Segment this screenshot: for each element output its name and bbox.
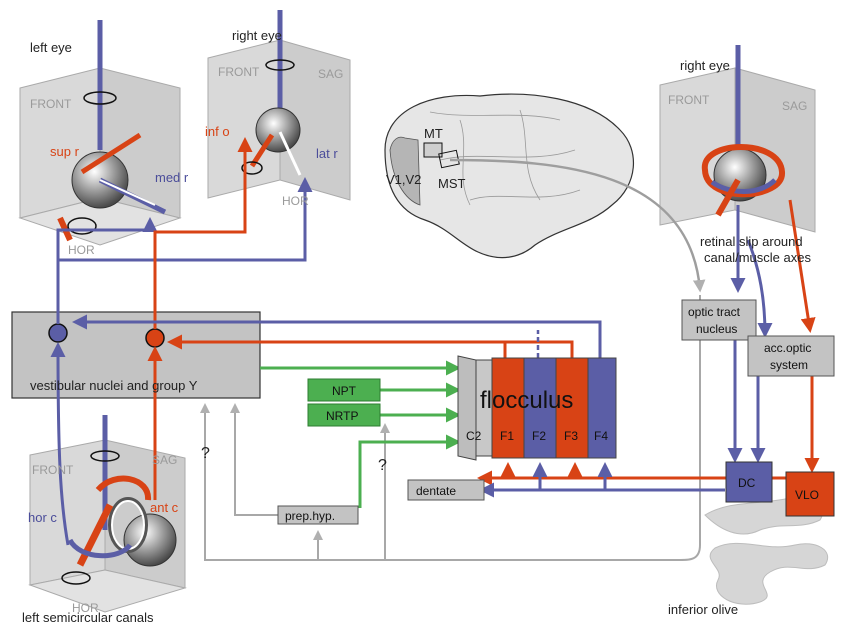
left-eye-label: left eye <box>30 40 72 55</box>
vestibular-label: vestibular nuclei and group Y <box>30 378 198 393</box>
blue-vn-to-eyes-line <box>56 177 313 324</box>
dentate-label: dentate <box>416 484 456 498</box>
front-label-left: FRONT <box>30 97 72 111</box>
prep-hyp-to-vn-line <box>230 403 278 516</box>
v1v2-label: V1,V2 <box>386 172 421 187</box>
optic-tract-label-1: optic tract <box>688 305 741 319</box>
brain <box>384 93 634 259</box>
f2-label: F2 <box>532 429 546 443</box>
red-vn-to-eyes-line <box>153 137 253 329</box>
front-label-top: FRONT <box>218 65 260 79</box>
npt-label: NPT <box>332 384 357 398</box>
hor-label-top: HOR <box>282 194 309 208</box>
mst-bottom-loop-line <box>200 295 701 561</box>
vestibular-red-node <box>145 328 165 348</box>
ant-c-label: ant c <box>150 500 179 515</box>
prep-to-c2-green-line <box>358 434 461 508</box>
blue-vn-to-left-eye-line <box>56 217 158 260</box>
f4-to-vn-blue-line <box>72 314 602 358</box>
retinal-blue-to-aos-line <box>746 239 773 338</box>
left-canals-cube <box>28 415 187 613</box>
question-mark-1: ? <box>201 445 210 462</box>
dc-box <box>725 461 773 503</box>
med-r-label: med r <box>155 170 189 185</box>
prep-hyp-box <box>277 505 359 525</box>
optic-tract-box <box>681 299 757 341</box>
hor-label-left: HOR <box>68 243 95 257</box>
npt-box <box>307 378 381 402</box>
f4-label: F4 <box>594 429 608 443</box>
f3-label: F3 <box>564 429 578 443</box>
vestibular-blue-node <box>48 323 68 343</box>
front-label-canals: FRONT <box>32 463 74 477</box>
right-eye-top-label: right eye <box>232 28 282 43</box>
acc-optic-label-2: system <box>770 358 808 372</box>
acc-optic-box <box>747 335 835 377</box>
optic-tract-label-2: nucleus <box>696 322 737 336</box>
acc-optic-label-1: acc.optic <box>764 341 811 355</box>
prep-hyp-label: prep.hyp. <box>285 509 335 523</box>
lat-r-label: lat r <box>316 146 338 161</box>
vlo-box <box>785 471 835 517</box>
mst-to-optic-tract-line <box>449 158 706 293</box>
f3-to-vn-red-line <box>167 334 574 358</box>
right-eye-side-label: right eye <box>680 58 730 73</box>
left-canals-label: left semicircular canals <box>22 610 154 625</box>
mst-label: MST <box>438 176 466 191</box>
c2-label: C2 <box>466 429 482 443</box>
front-label-right: FRONT <box>668 93 710 107</box>
blue-canal-to-vn-line <box>50 342 70 546</box>
inferior-olive-label: inferior olive <box>668 602 738 617</box>
sup-r-label: sup r <box>50 144 80 159</box>
question-mark-2: ? <box>378 457 387 474</box>
right-eye-cube-side <box>659 45 816 233</box>
sag-label-right: SAG <box>782 99 807 113</box>
inf-o-label: inf o <box>205 124 230 139</box>
retinal-slip-label-1: retinal slip around <box>700 234 803 249</box>
dentate-box <box>407 479 485 501</box>
dc-label: DC <box>738 476 756 490</box>
nrtp-box <box>307 403 381 427</box>
vlo-label: VLO <box>795 488 819 502</box>
sag-label-canals: SAG <box>152 453 177 467</box>
flocculus-block <box>457 355 617 461</box>
retinal-red-to-aos-line <box>788 199 816 333</box>
retinal-slip-label-2: canal/muscle axes <box>704 250 811 265</box>
hor-c-label: hor c <box>28 510 57 525</box>
flocculus-label: flocculus <box>480 387 573 414</box>
right-eye-cube-top <box>207 10 351 201</box>
sag-label-top: SAG <box>318 67 343 81</box>
mt-label: MT <box>424 126 443 141</box>
left-eye-cube <box>18 20 182 246</box>
hor-label-canals: HOR <box>72 601 99 615</box>
nrtp-label: NRTP <box>326 409 358 423</box>
f1-label: F1 <box>500 429 514 443</box>
